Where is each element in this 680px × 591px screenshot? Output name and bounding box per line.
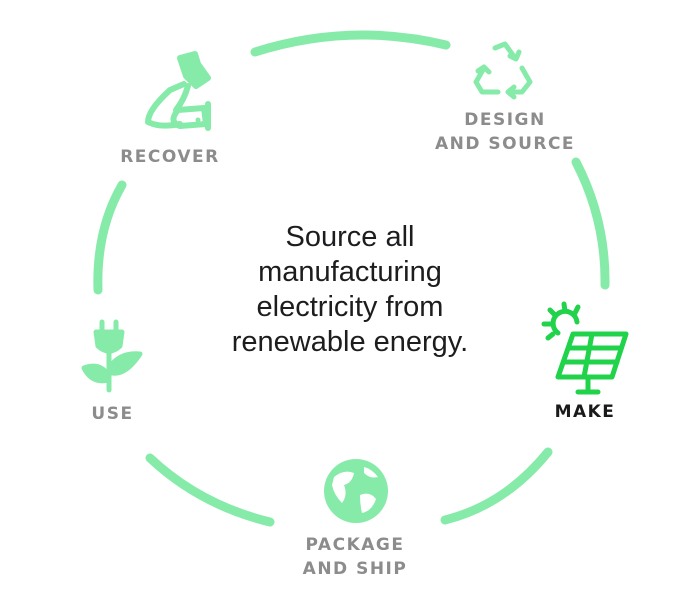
ring-arc-bottom-left xyxy=(145,453,275,527)
plug-plant-icon xyxy=(81,319,143,393)
stage-label-line: PACKAGE xyxy=(305,535,405,555)
stage-label-line: MAKE xyxy=(554,402,616,422)
solar-panel-icon xyxy=(541,301,629,395)
stage-label-package: PACKAGE AND SHIP xyxy=(280,533,430,581)
ring-arc-left xyxy=(93,180,127,295)
stage-label-use: USE xyxy=(70,402,155,426)
ring-arc-right xyxy=(571,157,610,290)
ring-arc-top xyxy=(250,30,451,57)
stage-label-line: USE xyxy=(91,404,134,424)
stage-label-design: DESIGN AND SOURCE xyxy=(420,108,590,156)
recycle-icon xyxy=(473,41,533,100)
stage-label-line: DESIGN xyxy=(464,110,546,130)
stage-label-line: RECOVER xyxy=(120,147,220,167)
stage-label-make: MAKE xyxy=(530,400,640,424)
stage-label-recover: RECOVER xyxy=(105,145,235,169)
stage-label-line: AND SOURCE xyxy=(434,134,576,154)
ring-arc-bottom-right xyxy=(440,447,553,525)
hand-plug-icon xyxy=(145,51,211,131)
globe-icon xyxy=(324,459,388,523)
stage-label-line: AND SHIP xyxy=(302,559,408,579)
center-statement: Source all manufacturing electricity fro… xyxy=(231,221,469,358)
